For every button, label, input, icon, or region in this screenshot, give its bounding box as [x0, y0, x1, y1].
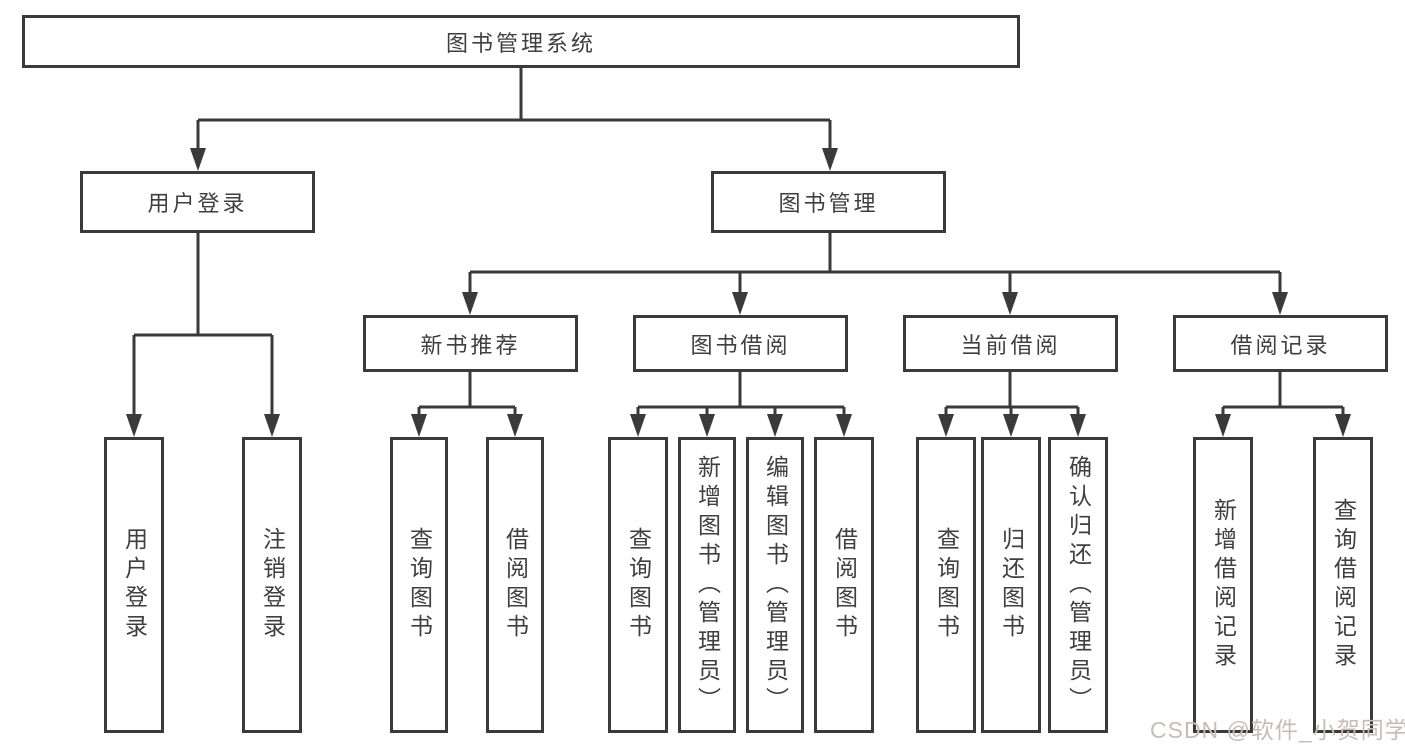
- leaf-label: 确认归还（管理员）: [1065, 454, 1092, 716]
- arrowhead: [1003, 414, 1019, 437]
- node-root-system: 图书管理系统: [22, 15, 1020, 68]
- connector-bookborrow-to-leaves: [636, 372, 846, 420]
- arrowhead: [1272, 292, 1288, 315]
- leaf-add-borrow-record: 新增借阅记录: [1193, 437, 1253, 733]
- node-book-borrow: 图书借阅: [633, 315, 848, 372]
- leaf-label: 查询图书: [933, 527, 960, 643]
- arrowhead: [126, 414, 142, 437]
- node-new-book-recommend: 新书推荐: [363, 315, 578, 372]
- arrowhead: [462, 292, 478, 315]
- leaf-label: 查询图书: [625, 527, 652, 643]
- arrowhead: [836, 414, 852, 437]
- leaf-label: 归还图书: [998, 527, 1025, 643]
- arrowhead: [1002, 292, 1018, 315]
- connector-userlogin-to-leaves: [132, 233, 274, 419]
- leaf-label: 用户登录: [121, 527, 148, 643]
- node-current-borrow: 当前借阅: [903, 315, 1118, 372]
- arrowhead: [699, 414, 715, 437]
- arrowhead: [732, 292, 748, 315]
- leaf-label: 新增借阅记录: [1210, 498, 1237, 672]
- node-borrow-records: 借阅记录: [1173, 315, 1388, 372]
- leaf-logout: 注销登录: [242, 437, 302, 733]
- leaf-label: 新增图书（管理员）: [694, 454, 721, 716]
- connector-borrowrecords-to-leaves: [1221, 372, 1345, 420]
- leaf-add-books-admin: 新增图书（管理员）: [678, 437, 736, 733]
- arrowhead: [1335, 414, 1351, 437]
- arrowhead: [1215, 414, 1231, 437]
- arrowhead: [1070, 414, 1086, 437]
- leaf-confirm-return-admin: 确认归还（管理员）: [1048, 437, 1108, 733]
- connector-root-to-level2: [196, 68, 832, 152]
- leaf-query-books-recommend: 查询图书: [390, 437, 448, 733]
- arrowhead: [264, 414, 280, 437]
- node-book-management: 图书管理: [711, 171, 946, 233]
- leaf-label: 编辑图书（管理员）: [762, 454, 789, 716]
- leaf-query-books-current: 查询图书: [916, 437, 976, 733]
- leaf-borrow-books-recommend: 借阅图书: [486, 437, 544, 733]
- leaf-label: 借阅图书: [502, 527, 529, 643]
- connector-bookmgmt-to-level3: [468, 233, 1282, 297]
- arrowhead: [630, 414, 646, 437]
- leaf-label: 借阅图书: [831, 527, 858, 643]
- leaf-label: 查询借阅记录: [1330, 498, 1357, 672]
- leaf-query-books-borrow: 查询图书: [608, 437, 668, 733]
- leaf-label: 查询图书: [406, 527, 433, 643]
- arrowhead: [507, 414, 523, 437]
- leaf-borrow-books: 借阅图书: [814, 437, 874, 733]
- leaf-return-books: 归还图书: [981, 437, 1041, 733]
- connector-newbook-to-leaves: [417, 372, 517, 420]
- leaf-user-login: 用户登录: [104, 437, 164, 733]
- arrowhead: [411, 414, 427, 437]
- leaf-label: 注销登录: [259, 527, 286, 643]
- leaf-edit-books-admin: 编辑图书（管理员）: [746, 437, 804, 733]
- leaf-query-borrow-record: 查询借阅记录: [1313, 437, 1373, 733]
- arrowhead: [767, 414, 783, 437]
- connector-currentborrow-to-leaves: [944, 372, 1080, 420]
- arrowhead: [822, 148, 838, 171]
- node-user-login: 用户登录: [80, 171, 315, 233]
- arrowhead: [190, 148, 206, 171]
- arrowhead: [938, 414, 954, 437]
- csdn-watermark: CSDN @软件_小贺同学: [1150, 717, 1405, 743]
